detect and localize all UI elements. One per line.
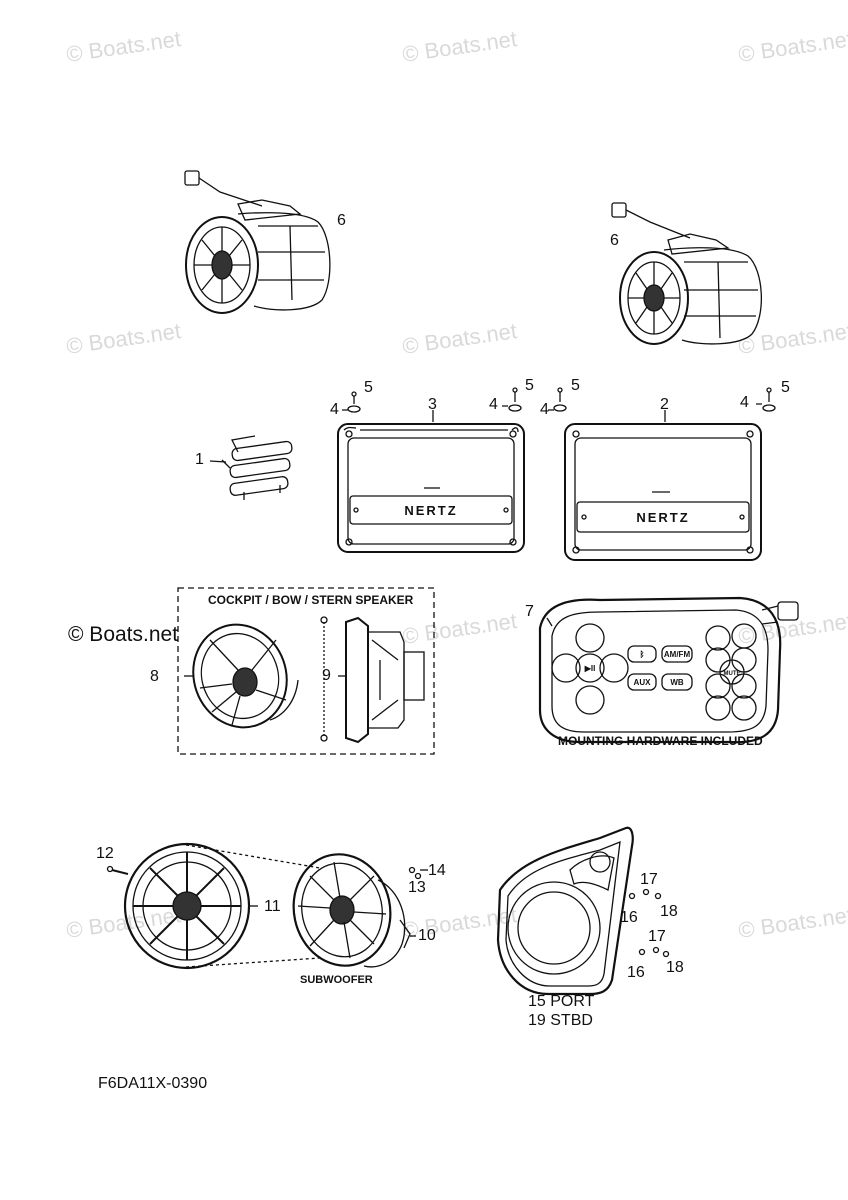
- screw-12: [106, 865, 129, 875]
- callout-9: 9: [322, 667, 331, 684]
- tower-speaker-right: [611, 202, 762, 345]
- callout-16: 16: [620, 909, 638, 926]
- callout-4: 4: [489, 396, 498, 413]
- diagram-code: F6DA11X-0390: [98, 1075, 208, 1092]
- bt-button-label: ᛒ: [640, 650, 645, 659]
- callout-5: 5: [781, 379, 790, 396]
- callout-19-stbd: 19 STBD: [528, 1012, 593, 1029]
- callout-4: 4: [540, 401, 549, 418]
- speaker-8: [184, 623, 299, 729]
- wb-button-label: WB: [670, 678, 684, 687]
- aux-button-label: AUX: [634, 678, 652, 687]
- amp-2-brand: NERTZ: [636, 510, 689, 525]
- callout-14: 14: [428, 862, 446, 879]
- tower-speaker-left: [184, 170, 331, 314]
- callout-6-right: 6: [610, 232, 619, 249]
- callout-13: 13: [408, 879, 426, 896]
- callout-1: 1: [195, 451, 204, 468]
- hardware-16-17-18: [628, 888, 670, 958]
- callout-12: 12: [96, 845, 114, 862]
- speaker-enclosure: [496, 826, 634, 996]
- callout-2: 2: [660, 396, 669, 413]
- amplifier-2: [564, 423, 762, 561]
- mute-button-label: MUTE: [724, 671, 741, 677]
- screws-4-5: [342, 387, 776, 422]
- subwoofer-caption: SUBWOOFER: [300, 974, 373, 986]
- speaker-kit-caption: COCKPIT / BOW / STERN SPEAKER: [208, 593, 414, 607]
- amplifier-3: [337, 423, 525, 553]
- callout-5: 5: [571, 377, 580, 394]
- wire-harness: [221, 435, 293, 500]
- hardware-13-14: [408, 866, 428, 880]
- callout-16: 16: [627, 964, 645, 981]
- callout-7: 7: [525, 603, 534, 620]
- am-fm-button-label: AM/FM: [664, 650, 691, 659]
- callout-11: 11: [264, 898, 281, 915]
- callout-17: 17: [648, 928, 666, 945]
- callout-8: 8: [150, 668, 159, 685]
- callout-4: 4: [330, 401, 339, 418]
- speaker-9-side: [320, 616, 425, 744]
- subwoofer-10: [292, 853, 416, 968]
- speaker-kit-box: [177, 587, 435, 755]
- mounting-caption: MOUNTING HARDWARE INCLUDED: [558, 734, 763, 748]
- subwoofer-grille-11: [123, 842, 258, 970]
- play-button-label: ▶II: [584, 664, 596, 673]
- remote-control: [538, 596, 799, 744]
- callout-6-left: 6: [337, 212, 346, 229]
- callout-5: 5: [525, 377, 534, 394]
- amp-3-brand: NERTZ: [404, 503, 457, 518]
- callout-15-port: 15 PORT: [528, 993, 595, 1010]
- callout-18: 18: [666, 959, 684, 976]
- watermark-dark: © Boats.net: [68, 623, 179, 646]
- callout-3: 3: [428, 396, 437, 413]
- callout-5: 5: [364, 379, 373, 396]
- callout-10: 10: [418, 927, 436, 944]
- callout-4: 4: [740, 394, 749, 411]
- callout-18: 18: [660, 903, 678, 920]
- callout-17: 17: [640, 871, 658, 888]
